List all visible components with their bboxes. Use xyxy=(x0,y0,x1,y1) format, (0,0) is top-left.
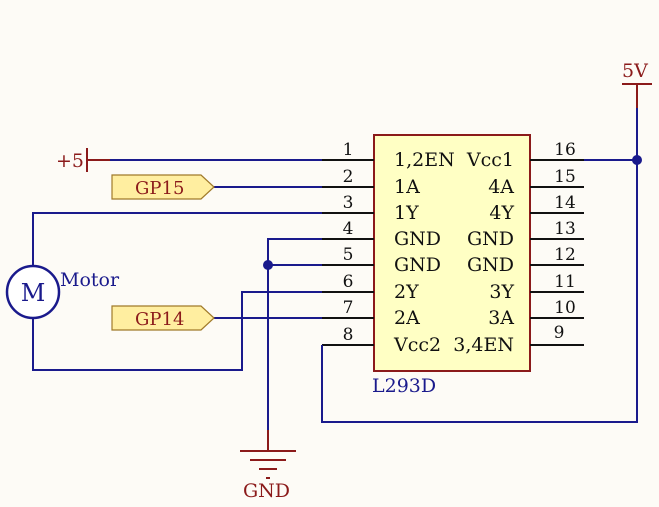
motor-symbol: M xyxy=(5,264,61,320)
pin-name-11: 3Y xyxy=(489,281,514,303)
pin-number-1: 1 xyxy=(343,140,354,160)
plus5-power-symbol xyxy=(86,148,110,172)
motor-letter: M xyxy=(21,279,46,307)
pin-number-6: 6 xyxy=(343,272,354,292)
pin-number-13: 13 xyxy=(554,219,576,239)
pin-name-6: 2Y xyxy=(394,281,419,303)
pin-number-3: 3 xyxy=(343,193,354,213)
pin-number-4: 4 xyxy=(343,219,354,239)
wires xyxy=(32,108,638,430)
gnd-label: GND xyxy=(243,480,290,502)
gp14-label: GP14 xyxy=(135,309,184,330)
pin-name-9: 3,4EN xyxy=(453,334,514,356)
pin-number-8: 8 xyxy=(343,325,354,345)
gnd-junction-dot xyxy=(263,260,273,270)
pin-name-3: 1Y xyxy=(394,202,419,224)
pin-number-14: 14 xyxy=(554,193,576,213)
gp15-net-tag: GP15 xyxy=(111,174,215,200)
left-pin-stubs xyxy=(322,159,374,346)
right-pin-stubs xyxy=(530,159,584,346)
pin-name-16: Vcc1 xyxy=(466,149,514,171)
pin-number-10: 10 xyxy=(554,298,576,318)
pin-name-14: 4Y xyxy=(489,202,514,224)
pin-name-15: 4A xyxy=(488,176,514,198)
plus5-label: +5 xyxy=(56,150,84,172)
motor-label: Motor xyxy=(60,269,120,291)
v5-label: 5V xyxy=(622,60,648,82)
pin-name-7: 2A xyxy=(394,307,420,329)
pin-number-5: 5 xyxy=(343,245,354,265)
pin-name-10: 3A xyxy=(488,307,514,329)
pin-name-2: 1A xyxy=(394,176,420,198)
pin-number-11: 11 xyxy=(554,272,576,292)
chip-name: L293D xyxy=(372,375,436,397)
gp14-net-tag: GP14 xyxy=(111,305,215,331)
gp15-label: GP15 xyxy=(135,178,184,199)
pin-name-1: 1,2EN xyxy=(394,149,455,171)
pin-number-16: 16 xyxy=(554,140,576,160)
pin-number-7: 7 xyxy=(343,298,354,318)
pin-name-12: GND xyxy=(467,254,514,276)
ground-symbol xyxy=(240,430,296,479)
pin-name-13: GND xyxy=(467,228,514,250)
pin-number-15: 15 xyxy=(554,167,576,187)
vcc-junction-dot xyxy=(632,155,642,165)
pin-number-12: 12 xyxy=(554,245,576,265)
pin-name-4: GND xyxy=(394,228,441,250)
l293d-chip-body xyxy=(373,134,531,372)
v5-power-symbol xyxy=(622,83,652,108)
pin-name-5: GND xyxy=(394,254,441,276)
pin-number-2: 2 xyxy=(343,167,354,187)
pin-name-8: Vcc2 xyxy=(393,334,441,356)
pin-number-9: 9 xyxy=(554,323,565,343)
